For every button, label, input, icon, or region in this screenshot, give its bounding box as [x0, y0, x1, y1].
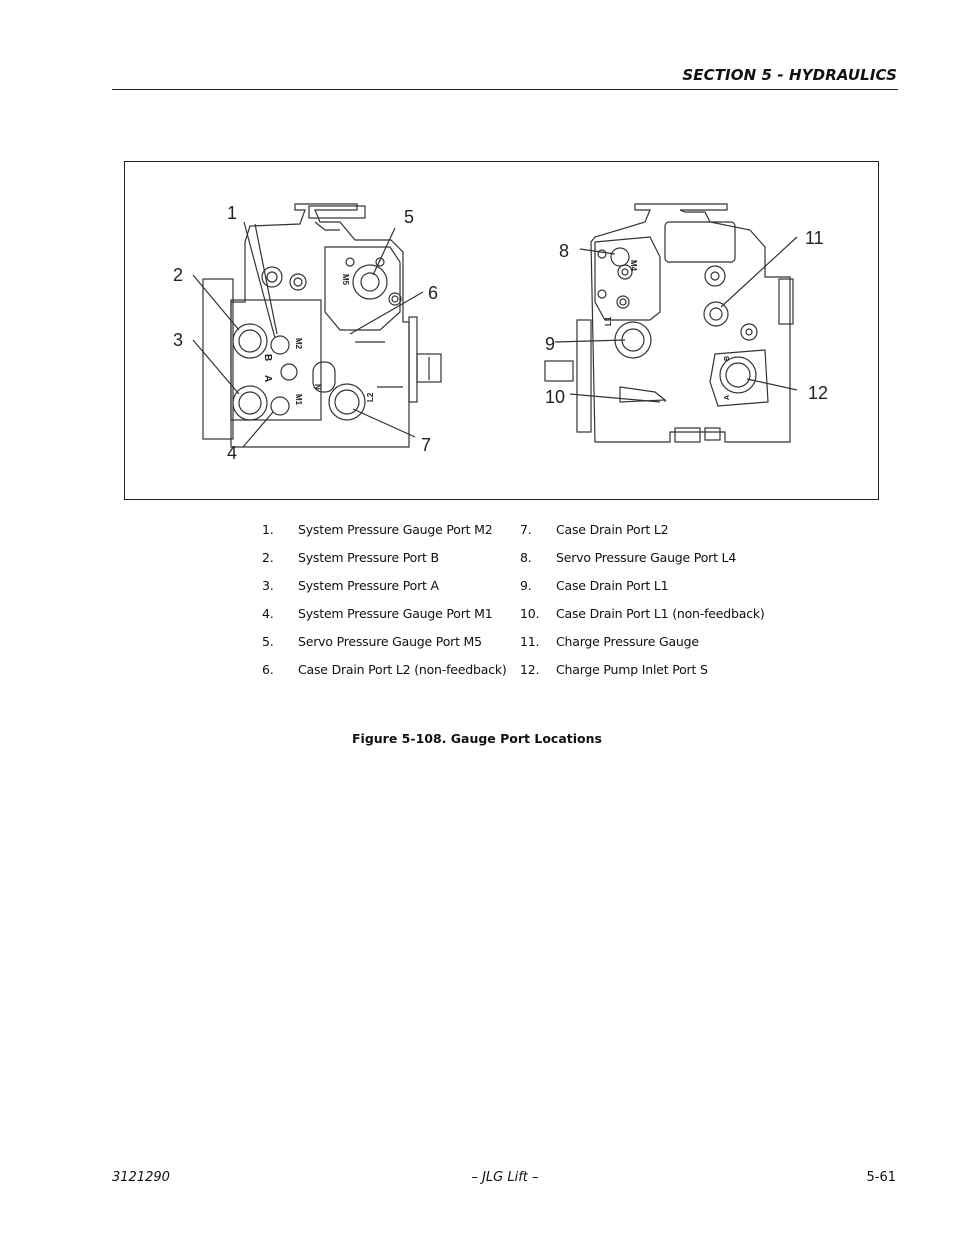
callout-9: 9 — [545, 334, 555, 354]
callout-4: 4 — [227, 443, 237, 463]
figure-caption: Figure 5-108. Gauge Port Locations — [352, 731, 602, 746]
callout-12: 12 — [808, 383, 828, 403]
legend-number: 5. — [262, 634, 274, 649]
legend-text: System Pressure Gauge Port M2 — [298, 522, 493, 537]
legend-text: System Pressure Gauge Port M1 — [298, 606, 493, 621]
legend-number: 2. — [262, 550, 274, 565]
footer-doc-number: 3121290 — [112, 1170, 170, 1185]
footer-publisher: – JLG Lift – — [471, 1170, 539, 1185]
callout-8: 8 — [559, 241, 569, 261]
legend-number: 4. — [262, 606, 274, 621]
legend-text: Charge Pump Inlet Port S — [556, 662, 708, 677]
left-pump-view — [192, 203, 442, 448]
legend-text: Servo Pressure Gauge Port M5 — [298, 634, 482, 649]
legend-text: Case Drain Port L1 (non-feedback) — [556, 606, 765, 621]
legend-text: System Pressure Port A — [298, 578, 439, 593]
stamp-m4: M4 — [629, 260, 638, 272]
legend-number: 3. — [262, 578, 274, 593]
port-stamps: M2 M1 M5 L2 N B A L1 M4 B A — [262, 260, 731, 406]
stamp-a-right: A — [724, 395, 731, 400]
legend-text: Servo Pressure Gauge Port L4 — [556, 550, 737, 565]
stamp-a: A — [262, 375, 273, 382]
legend-text: Charge Pressure Gauge — [556, 634, 699, 649]
stamp-b-right: B — [724, 356, 731, 361]
legend-number: 8. — [520, 550, 532, 565]
legend-text: System Pressure Port B — [298, 550, 439, 565]
pump-illustration: 1 2 3 4 5 6 7 8 9 10 11 12 M2 M1 M5 L2 N… — [173, 203, 828, 463]
callout-2: 2 — [173, 265, 183, 285]
callout-5: 5 — [404, 207, 414, 227]
stamp-m1: M1 — [294, 394, 303, 406]
legend-number: 1. — [262, 522, 274, 537]
legend-number: 12. — [520, 662, 540, 677]
legend-number: 11. — [520, 634, 540, 649]
legend-number: 7. — [520, 522, 532, 537]
callout-7: 7 — [421, 435, 431, 455]
callout-3: 3 — [173, 330, 183, 350]
legend-text: Case Drain Port L2 — [556, 522, 669, 537]
callout-10: 10 — [545, 387, 565, 407]
legend-number: 9. — [520, 578, 532, 593]
callout-labels: 1 2 3 4 5 6 7 8 9 10 11 12 — [173, 203, 828, 463]
legend-number: 10. — [520, 606, 540, 621]
header-rule — [112, 89, 898, 90]
footer-page-number: 5-61 — [866, 1170, 896, 1185]
stamp-b: B — [262, 354, 273, 361]
stamp-l2: L2 — [366, 392, 375, 402]
stamp-m5: M5 — [341, 274, 350, 286]
section-title: SECTION 5 - HYDRAULICS — [682, 66, 897, 84]
callout-6: 6 — [428, 283, 438, 303]
figure-frame: 1 2 3 4 5 6 7 8 9 10 11 12 M2 M1 M5 L2 N… — [124, 161, 879, 500]
stamp-n: N — [313, 384, 322, 390]
right-pump-view — [544, 203, 798, 443]
legend-text: Case Drain Port L2 (non-feedback) — [298, 662, 507, 677]
stamp-m2: M2 — [294, 338, 303, 350]
legend-text: Case Drain Port L1 — [556, 578, 669, 593]
callout-1: 1 — [227, 203, 237, 223]
callout-11: 11 — [805, 228, 824, 248]
legend-number: 6. — [262, 662, 274, 677]
stamp-l1: L1 — [604, 316, 613, 326]
